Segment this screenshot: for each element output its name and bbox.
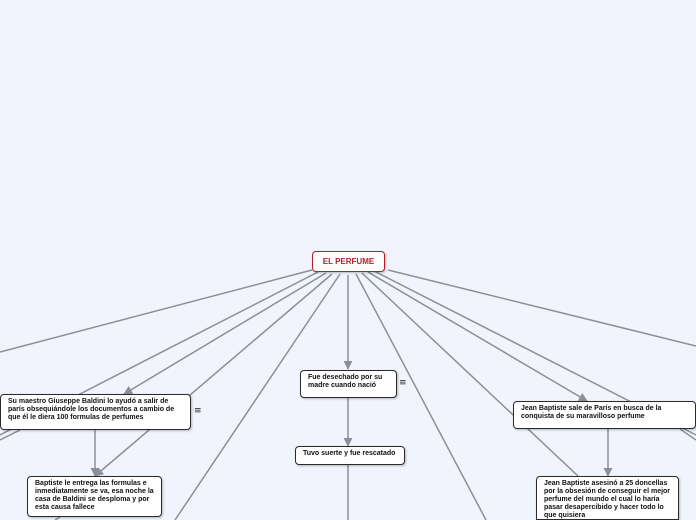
node-baldini[interactable]: Su maestro Giuseppe Baldini lo ayudó a s… — [0, 394, 191, 430]
edge-root-offscreen-bottom — [355, 273, 487, 520]
edge-root-offscreen-bottom-left — [174, 273, 341, 520]
edge-baldini-offscreen — [0, 429, 21, 441]
notes-icon[interactable]: ≡ — [194, 406, 202, 416]
edge-root-doncellas — [361, 272, 579, 477]
edge-root-paris — [367, 271, 588, 402]
node-baldini-label: Su maestro Giuseppe Baldini lo ayudó a s… — [8, 398, 175, 421]
notes-icon[interactable]: ≡ — [399, 378, 407, 388]
root-node-label: EL PERFUME — [322, 257, 375, 266]
edge-root-offscreen-left — [0, 269, 313, 353]
node-entrega-label: Baptiste le entrega las formulas e inmed… — [35, 480, 154, 511]
node-doncellas[interactable]: Jean Baptiste asesinó a 25 doncellas por… — [536, 476, 679, 520]
node-doncellas-label: Jean Baptiste asesinó a 25 doncellas por… — [544, 480, 671, 519]
root-node-el-perfume[interactable]: EL PERFUME — [312, 251, 385, 272]
edge-root-baldini — [123, 272, 327, 395]
node-paris[interactable]: Jean Baptiste sale de París en busca de … — [513, 401, 696, 429]
node-madre-label: Fue desechado por su madre cuando nació — [308, 374, 383, 389]
node-rescatado-label: Tuvo suerte y fue rescatado — [303, 450, 396, 457]
edge-paris-offscreen — [679, 428, 696, 441]
edge-root-entrega — [94, 273, 333, 477]
node-madre[interactable]: Fue desechado por su madre cuando nació — [300, 370, 397, 398]
node-paris-label: Jean Baptiste sale de París en busca de … — [521, 405, 662, 420]
node-entrega[interactable]: Baptiste le entrega las formulas e inmed… — [27, 476, 162, 517]
node-rescatado[interactable]: Tuvo suerte y fue rescatado — [295, 446, 405, 465]
edge-root-offscreen-right-2 — [387, 269, 696, 347]
